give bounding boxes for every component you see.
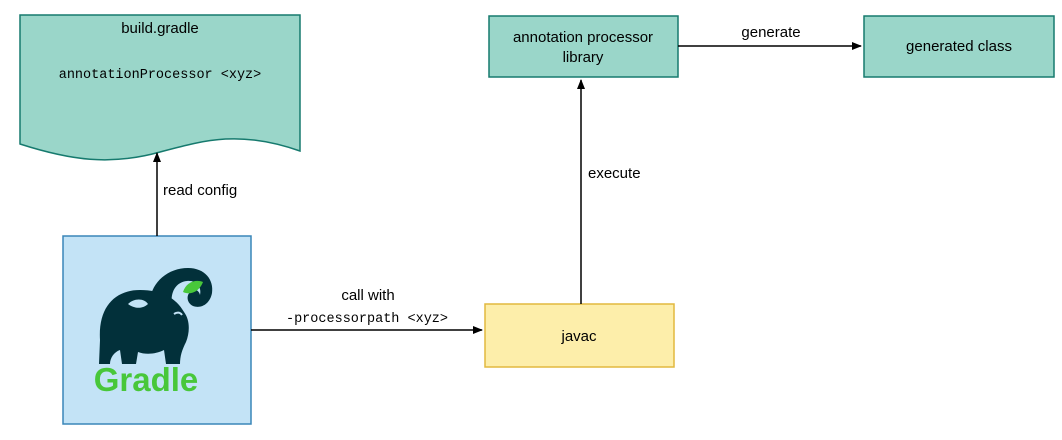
- edge-call-with: call with -processorpath <xyz>: [251, 287, 483, 334]
- build-gradle-code: annotationProcessor <xyz>: [59, 68, 262, 83]
- build-gradle-title: build.gradle: [121, 20, 199, 37]
- edge-call-with-arg: -processorpath <xyz>: [286, 312, 448, 327]
- javac-box: [484, 303, 675, 368]
- build-gradle-shape: [19, 14, 301, 161]
- processor-library-label-line1: annotation processor: [513, 29, 653, 46]
- gradle-wordmark: Gradle: [94, 361, 199, 398]
- edge-generate-label: generate: [741, 24, 800, 41]
- build-gradle-node: build.gradle annotationProcessor <xyz>: [19, 14, 301, 161]
- generated-class-node: generated class: [863, 15, 1055, 78]
- javac-node: javac: [484, 303, 675, 368]
- edge-call-with-label: call with: [341, 287, 394, 304]
- processor-library-label-line2: library: [563, 49, 604, 66]
- edge-execute-label: execute: [588, 165, 641, 182]
- generated-class-box: [863, 15, 1055, 78]
- gradle-elephant-icon: [99, 268, 213, 364]
- generated-class-label: generated class: [906, 38, 1012, 55]
- edge-read-config-label: read config: [163, 182, 237, 199]
- edge-read-config: read config: [153, 152, 237, 236]
- gradle-node: Gradle: [62, 235, 252, 425]
- edge-generate: generate: [678, 24, 862, 50]
- edge-execute: execute: [577, 79, 641, 304]
- javac-label: javac: [560, 328, 597, 345]
- processor-library-box: [488, 15, 679, 78]
- processor-library-node: annotation processor library: [488, 15, 679, 78]
